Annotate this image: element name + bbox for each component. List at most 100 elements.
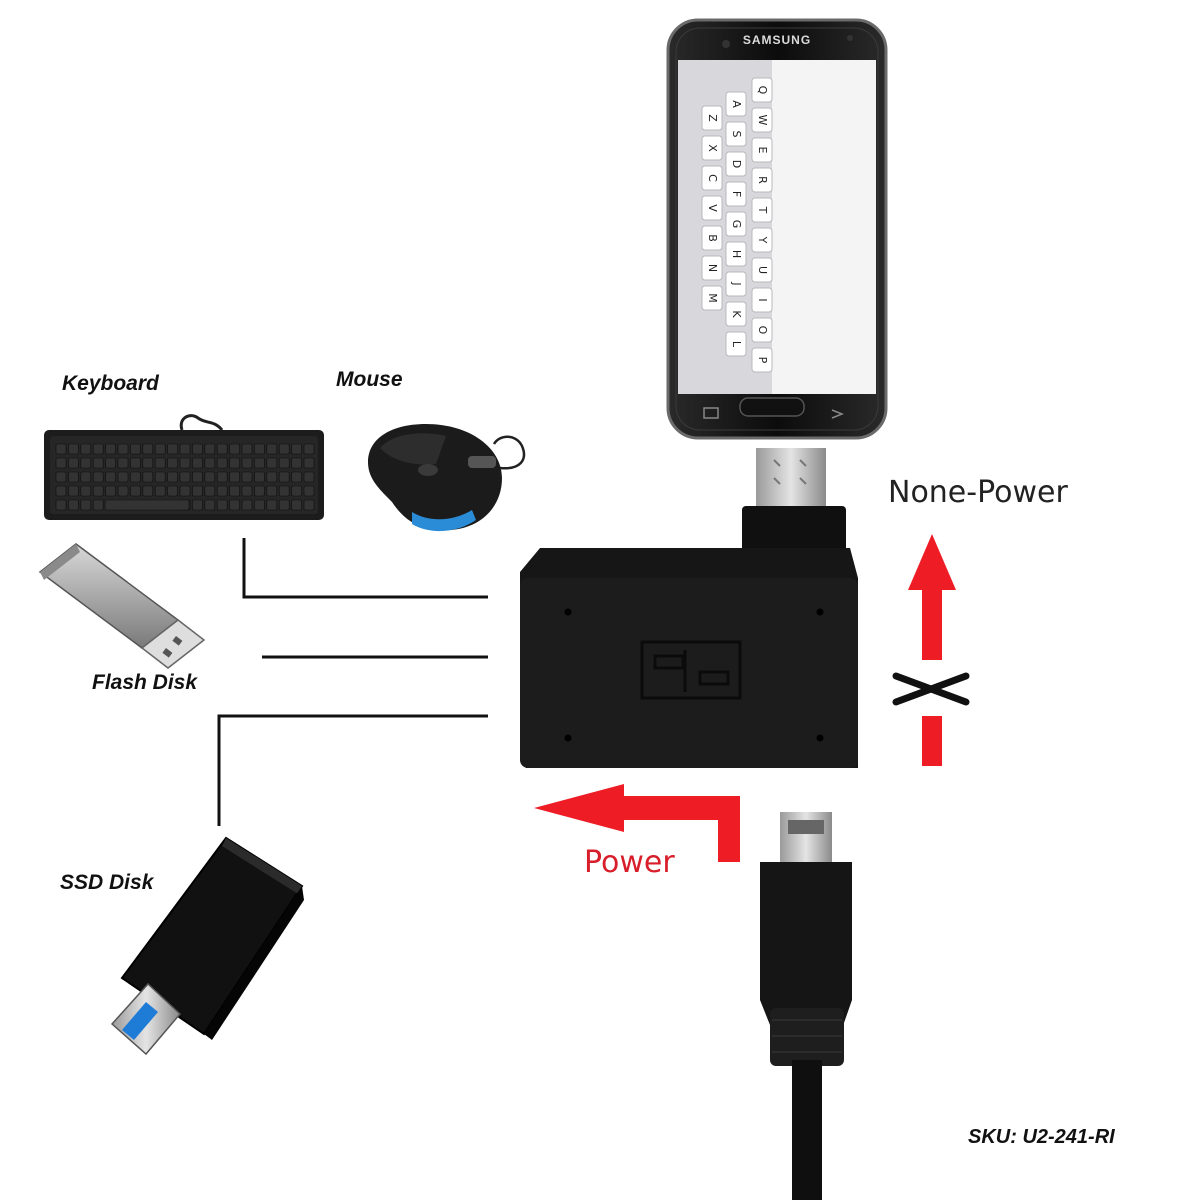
- phone-key: [751, 197, 773, 223]
- ssd-disk-label: SSD Disk: [60, 871, 154, 894]
- flash-disk-image: [38, 543, 206, 669]
- keyboard-key: [291, 471, 302, 483]
- phone-key: [751, 77, 773, 103]
- phone-key: [701, 225, 723, 251]
- keyboard-key: [105, 485, 116, 497]
- keyboard-key: [105, 471, 116, 483]
- keyboard-key: [216, 485, 228, 497]
- none-power-arrow: [908, 534, 956, 766]
- phone-key: [751, 107, 773, 133]
- keyboard-key: [167, 457, 178, 469]
- phone-key-letter: D: [730, 160, 743, 168]
- keyboard-key: [68, 471, 79, 483]
- keyboard-spacebar: [104, 499, 190, 511]
- keyboard-key: [303, 499, 315, 511]
- phone-key-letter: X: [706, 144, 719, 152]
- keyboard-key: [55, 485, 67, 497]
- phone-key-letter: C: [706, 174, 719, 182]
- phone-key: [725, 211, 747, 237]
- phone-key-letter: R: [756, 176, 769, 184]
- keyboard-key: [204, 499, 216, 511]
- phone-key: [701, 135, 723, 161]
- keyboard-key: [68, 457, 79, 469]
- phone-key-letter: S: [730, 131, 743, 138]
- phone-key: [725, 91, 747, 117]
- phone-key-letter: W: [756, 115, 769, 126]
- keyboard-key: [154, 457, 166, 469]
- phone-key: [725, 241, 747, 267]
- keyboard-key: [105, 457, 116, 469]
- keyboard-key: [216, 443, 228, 455]
- keyboard-key: [254, 499, 265, 511]
- keyboard-key: [229, 443, 240, 455]
- keyboard-key: [278, 457, 290, 469]
- phone-key-letter: U: [756, 266, 769, 274]
- keyboard-key: [254, 485, 265, 497]
- keyboard-key: [154, 485, 166, 497]
- keyboard-key: [192, 471, 203, 483]
- phone-key-letter: V: [706, 204, 719, 212]
- keyboard-key: [105, 443, 116, 455]
- phone-key-letter: M: [706, 293, 719, 303]
- keyboard-key: [291, 457, 302, 469]
- ssd-disk-image: [110, 836, 304, 1056]
- keyboard-key: [192, 443, 203, 455]
- keyboard-key: [92, 457, 104, 469]
- phone-key: [751, 257, 773, 283]
- keyboard-key: [278, 471, 290, 483]
- keyboard-key: [278, 485, 290, 497]
- phone-key: [751, 167, 773, 193]
- keyboard-key: [241, 443, 253, 455]
- phone-key-letter: A: [730, 100, 743, 108]
- keyboard-key: [229, 457, 240, 469]
- none-power-label: None-Power: [888, 475, 1068, 510]
- keyboard-key: [179, 443, 191, 455]
- power-arrow: [534, 784, 740, 862]
- keyboard-key: [68, 485, 79, 497]
- phone-key: [701, 195, 723, 221]
- keyboard-key: [204, 471, 216, 483]
- usb-adapter-body: [520, 448, 858, 768]
- keyboard-key: [130, 485, 141, 497]
- keyboard-key: [192, 499, 203, 511]
- keyboard-key: [130, 443, 141, 455]
- keyboard-key: [254, 457, 265, 469]
- keyboard-key: [241, 485, 253, 497]
- phone-key-letter: H: [730, 250, 743, 258]
- phone-key: [751, 137, 773, 163]
- phone-key-letter: J: [730, 281, 743, 285]
- keyboard-key: [167, 443, 178, 455]
- keyboard-key: [216, 499, 228, 511]
- keyboard-key: [254, 471, 265, 483]
- keyboard-key: [229, 499, 240, 511]
- phone-key-letter: Q: [756, 86, 769, 95]
- keyboard-key: [68, 499, 79, 511]
- keyboard-key: [266, 499, 278, 511]
- keyboard-key: [142, 443, 154, 455]
- keyboard-key: [80, 457, 92, 469]
- mouse-image: [368, 424, 526, 532]
- phone-key: [701, 165, 723, 191]
- keyboard-key: [117, 485, 129, 497]
- keyboard-key: [266, 471, 278, 483]
- keyboard-key: [254, 443, 265, 455]
- phone-key-letter: N: [706, 264, 719, 272]
- keyboard-key: [192, 457, 203, 469]
- keyboard-key: [142, 471, 154, 483]
- keyboard-key: [192, 485, 203, 497]
- phone-brand-logo: SAMSUNG: [742, 33, 812, 47]
- keyboard-key: [55, 471, 67, 483]
- keyboard-key: [154, 443, 166, 455]
- keyboard-key: [229, 485, 240, 497]
- keyboard-key: [241, 457, 253, 469]
- ssd-disk-connector-line: [217, 714, 488, 826]
- usb-logo-emboss: [640, 640, 742, 700]
- keyboard-key: [179, 485, 191, 497]
- keyboard-key: [291, 499, 302, 511]
- flash-disk-label: Flash Disk: [92, 671, 198, 694]
- keyboard-key: [204, 443, 216, 455]
- phone-key: [751, 287, 773, 313]
- phone-key: [751, 227, 773, 253]
- keyboard-connector-line: [242, 538, 488, 599]
